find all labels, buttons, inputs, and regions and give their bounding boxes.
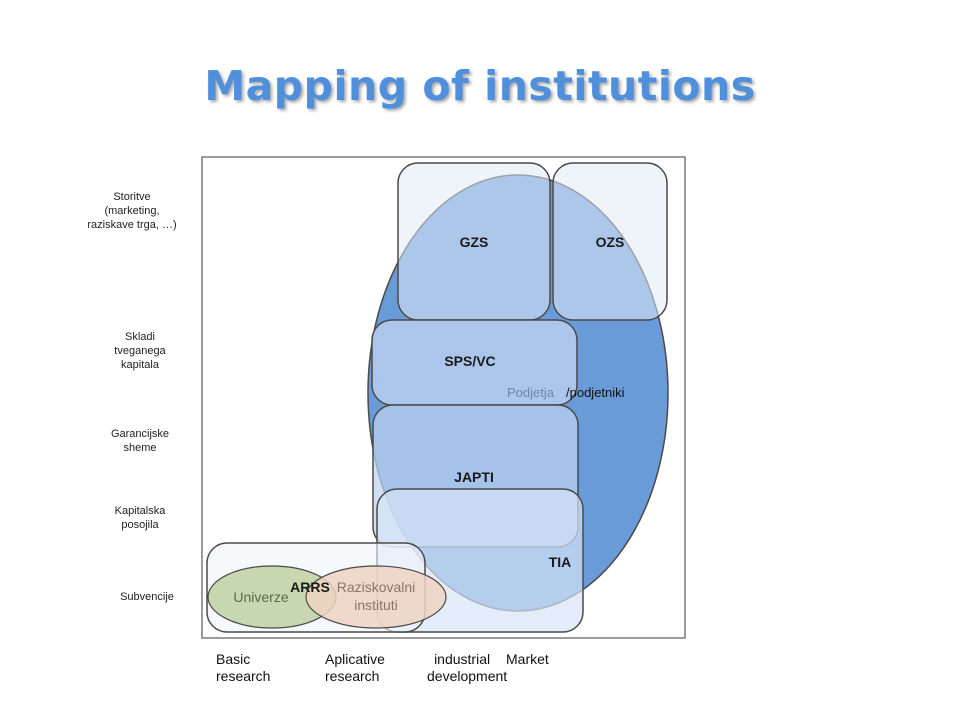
row-label-skladi: Skladi tveganega kapitala	[114, 331, 166, 371]
column-label-market: Market	[506, 651, 549, 667]
row-label-storitve: Storitve (marketing, raziskave trga, …)	[87, 191, 177, 231]
row-label-garancijske: Garancijske sheme	[110, 428, 170, 454]
row-label-kapitalska: Kapitalska posojila	[114, 505, 166, 531]
page-title: Mapping of institutions	[204, 62, 756, 110]
japti-label: JAPTI	[454, 469, 494, 485]
row-label-subvencije: Subvencije	[120, 591, 174, 603]
podjetja-label-a: Podjetja	[507, 385, 555, 400]
podjetja-label-b: /podjetniki	[566, 385, 625, 400]
gzs-label: GZS	[460, 234, 489, 250]
univerze-label: Univerze	[233, 589, 288, 605]
raziskovalni-label-2: instituti	[354, 597, 398, 613]
tia-label: TIA	[549, 554, 572, 570]
column-label-basic-research: Basic research	[216, 651, 271, 684]
ozs-label: OZS	[596, 234, 625, 250]
sps-vc-label: SPS/VC	[444, 353, 495, 369]
arrs-label: ARRS	[290, 579, 330, 595]
raziskovalni-instituti-ellipse	[305, 565, 447, 629]
column-label-aplicative-research: Aplicative research	[325, 651, 385, 684]
column-label-industrial-development: industrial development	[427, 651, 508, 684]
raziskovalni-label-1: Raziskovalni	[337, 579, 416, 595]
ozs-box	[552, 162, 668, 321]
